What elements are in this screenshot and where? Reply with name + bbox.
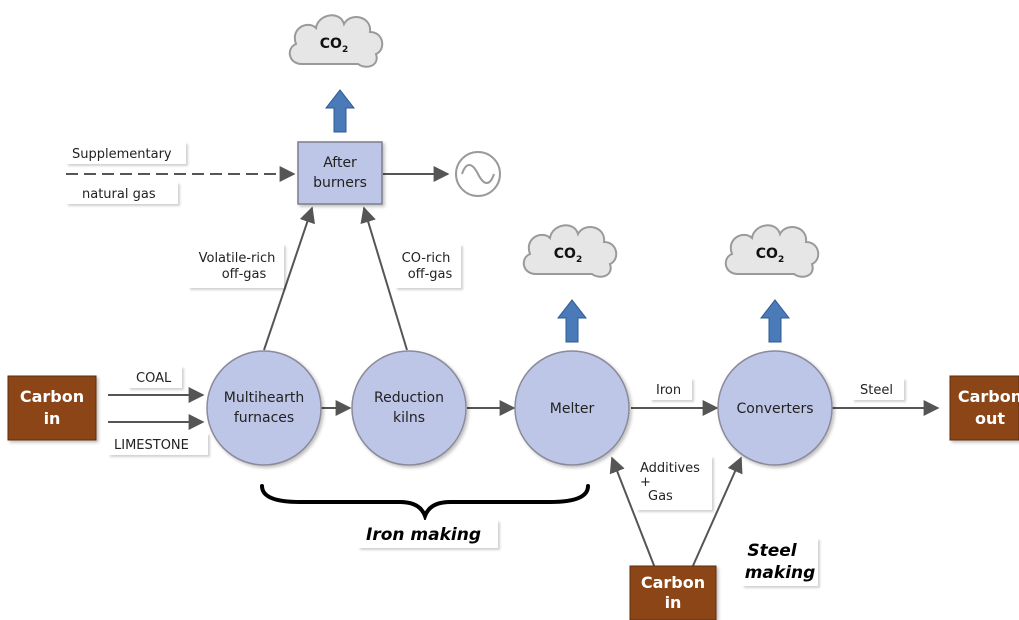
supplementary-label: Supplementary (72, 147, 172, 162)
iron-making-label: Iron making (366, 525, 481, 545)
carbon-in-left-line2: in (44, 409, 61, 428)
volatile-label-line1: Volatile-rich (199, 251, 276, 266)
converters-label: Converters (736, 401, 813, 417)
connectors (66, 166, 940, 569)
carbon-to-melter-line (609, 456, 656, 569)
reduction-label-line1: Reduction (374, 390, 444, 406)
up-arrow-icon (760, 299, 790, 343)
up-arrow-icon (557, 299, 587, 343)
steel-label: Steel (860, 383, 893, 398)
multihearth-furnaces-node: Multihearth furnaces (206, 350, 322, 466)
volatile-offgas-line (263, 206, 315, 351)
co2-label: CO2 (756, 246, 784, 265)
carbon-out-right-line2: out (975, 409, 1005, 428)
after-burners-node: After burners (297, 141, 383, 205)
carbon-in-left-box: Carbon in (7, 375, 97, 441)
reduction-kilns-node: Reduction kilns (351, 350, 467, 466)
carbon-in-bottom-box: Carbon in (629, 565, 717, 620)
iron-label: Iron (656, 383, 681, 398)
additives-label-line3: Gas (648, 489, 673, 504)
multihearth-label-line2: furnaces (234, 410, 294, 426)
natural-gas-label: natural gas (82, 187, 156, 202)
after-burners-label-line2: burners (313, 175, 367, 191)
ac-generator-icon (455, 151, 501, 197)
carbon-in-left-line1: Carbon (20, 387, 84, 406)
coal-label: COAL (136, 371, 172, 386)
melter-label: Melter (550, 401, 595, 417)
iron-making-brace (260, 484, 590, 522)
label-plates (66, 142, 904, 510)
carbon-out-right-line1: Carbon (958, 387, 1019, 406)
co2-label: CO2 (320, 36, 348, 55)
converters-node: Converters (717, 350, 833, 466)
co-offgas-line (360, 206, 408, 351)
multihearth-label-line1: Multihearth (224, 390, 304, 406)
co-rich-label-line1: CO-rich (402, 251, 451, 266)
volatile-label-line2: off-gas (222, 267, 267, 282)
up-arrow-icon (325, 89, 355, 133)
reduction-label-line2: kilns (393, 410, 425, 426)
co2-label: CO2 (554, 246, 582, 265)
steel-making-line2: making (745, 563, 816, 583)
co2-group-melter: CO2 (522, 224, 618, 343)
carbon-in-bottom-line2: in (665, 593, 682, 612)
carbon-in-bottom-line1: Carbon (641, 573, 705, 592)
iron-making-plate (358, 520, 498, 548)
additives-label-line2: + (640, 475, 651, 490)
co2-group-after-burners: CO2 (288, 14, 384, 133)
carbon-to-converter-line (691, 456, 743, 569)
steel-making-line1: Steel (747, 541, 797, 561)
steel-making-plate (742, 538, 818, 586)
limestone-label: LIMESTONE (114, 438, 189, 453)
melter-node: Melter (514, 350, 630, 466)
carbon-out-right-box: Carbon out (949, 375, 1019, 441)
co-rich-label-line2: off-gas (408, 267, 453, 282)
after-burners-label-line1: After (323, 155, 357, 171)
additives-label-line1: Additives (640, 461, 700, 476)
co2-group-converters: CO2 (724, 224, 820, 343)
